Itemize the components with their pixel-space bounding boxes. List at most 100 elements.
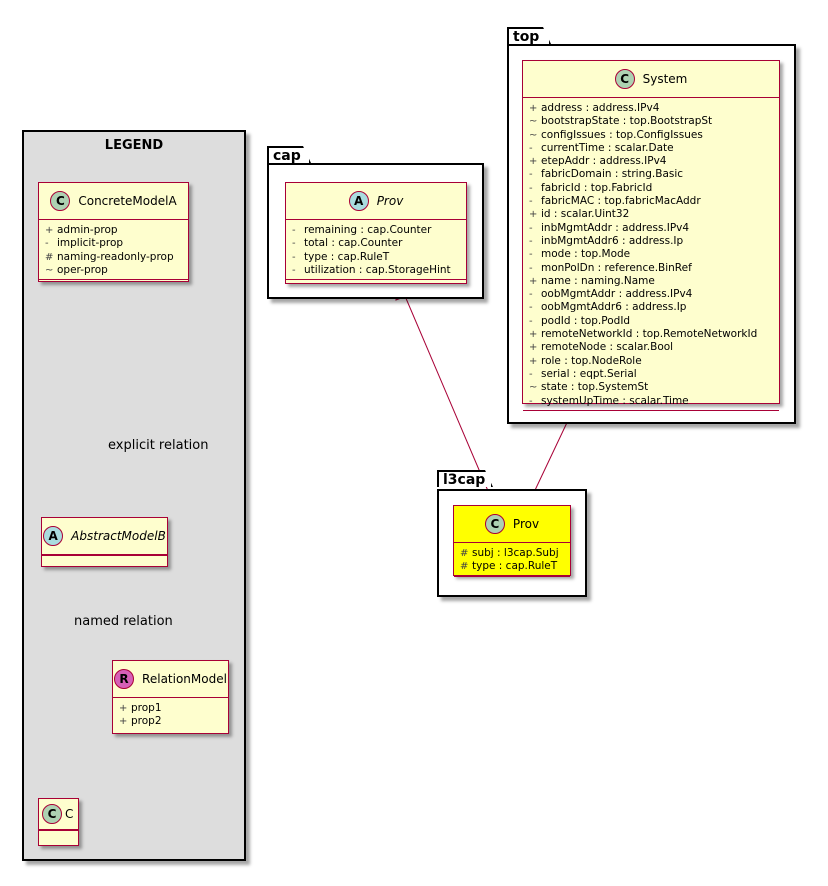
package-tab: top [507, 27, 551, 44]
attribute-text: prop2 [131, 715, 162, 728]
class-concrete-model-a[interactable]: C ConcreteModelA +admin-prop -implicit-p… [38, 182, 189, 282]
attribute-text: naming-readonly-prop [57, 250, 174, 263]
class-methods-separator [39, 279, 188, 287]
visibility-marker: + [529, 342, 538, 354]
visibility-marker: + [529, 329, 538, 341]
class-stereotype-icon: C [42, 804, 62, 824]
attribute-text: currentTime : scalar.Date [541, 141, 674, 154]
attribute-text: remoteNetworkId : top.RemoteNetworkId [541, 328, 758, 341]
legend-title: LEGEND [104, 138, 164, 153]
visibility-marker: - [292, 225, 296, 236]
visibility-marker: - [45, 238, 49, 250]
attribute-row: +name : naming.Name [529, 275, 773, 288]
class-attributes: +address : address.IPv4 ~bootstrapState … [523, 98, 779, 410]
attribute-text: implicit-prop [57, 237, 124, 250]
class-header: R RelationModel [113, 661, 228, 698]
class-header: A Prov [286, 183, 466, 220]
class-separator [42, 555, 167, 563]
package-tab: l3cap [437, 470, 493, 487]
visibility-marker: ~ [45, 264, 54, 276]
attribute-row: -monPolDn : reference.BinRef [529, 262, 773, 275]
attribute-row: +role : top.NodeRole [529, 355, 773, 368]
class-header: C ConcreteModelA [39, 183, 188, 220]
class-stereotype-icon: R [114, 669, 135, 689]
visibility-marker: # [45, 251, 54, 263]
attribute-row: #type : cap.RuleT [460, 560, 564, 573]
attribute-row: -fabricId : top.FabricId [529, 182, 773, 195]
attribute-row: -inbMgmtAddr6 : address.Ip [529, 235, 773, 248]
class-l3cap-prov[interactable]: C Prov #subj : l3cap.Subj #type : cap.Ru… [453, 505, 571, 577]
class-header: C System [523, 61, 779, 98]
attribute-row: ~state : top.SystemSt [529, 381, 773, 394]
visibility-marker: + [119, 703, 128, 714]
attribute-row: -remaining : cap.Counter [292, 224, 460, 237]
package-tab: cap [267, 146, 311, 163]
visibility-marker: - [529, 142, 533, 154]
attribute-text: id : scalar.Uint32 [541, 208, 630, 221]
visibility-marker: + [119, 716, 128, 728]
class-stereotype-icon: C [50, 191, 71, 211]
class-attributes: +admin-prop -implicit-prop #naming-reado… [39, 220, 188, 279]
attribute-text: name : naming.Name [541, 274, 655, 287]
attribute-text: podId : top.PodId [541, 314, 631, 327]
attribute-text: mode : top.Mode [541, 248, 631, 261]
attribute-row: -podId : top.PodId [529, 315, 773, 328]
attribute-text: fabricMAC : top.fabricMacAddr [541, 195, 701, 208]
class-cap-prov[interactable]: A Prov -remaining : cap.Counter -total :… [285, 182, 467, 284]
attribute-row: -fabricDomain : string.Basic [529, 168, 773, 181]
named-relation-label: named relation [74, 614, 173, 629]
attribute-row: -systemUpTime : scalar.Time [529, 395, 773, 408]
class-relation-model[interactable]: R RelationModel +prop1 +prop2 [112, 660, 229, 734]
visibility-marker: - [292, 238, 296, 250]
attribute-text: remaining : cap.Counter [304, 224, 432, 236]
attribute-row: +prop2 [119, 715, 222, 728]
attribute-row: -fabricMAC : top.fabricMacAddr [529, 195, 773, 208]
class-system[interactable]: C System +address : address.IPv4 ~bootst… [522, 60, 780, 411]
visibility-marker: - [529, 368, 533, 380]
attribute-row: -utilization : cap.StorageHint [292, 264, 460, 277]
visibility-marker: # [460, 548, 469, 559]
class-header: C C [39, 799, 78, 830]
attribute-text: configIssues : top.ConfigIssues [541, 128, 703, 141]
class-name: Prov [376, 194, 404, 208]
attribute-row: #subj : l3cap.Subj [460, 547, 564, 560]
class-methods-separator [286, 279, 466, 287]
attribute-text: etepAddr : address.IPv4 [541, 155, 667, 168]
class-stereotype-icon: C [614, 69, 635, 89]
visibility-marker: + [529, 209, 538, 221]
visibility-marker: - [529, 315, 533, 327]
attribute-text: systemUpTime : scalar.Time [541, 394, 689, 407]
class-stereotype-icon: C [484, 514, 505, 534]
attribute-row: -oobMgmtAddr : address.IPv4 [529, 288, 773, 301]
visibility-marker: - [292, 251, 296, 263]
class-name: System [642, 72, 688, 86]
attribute-text: prop1 [131, 702, 162, 714]
attribute-row: -mode : top.Mode [529, 248, 773, 261]
visibility-marker: - [529, 196, 533, 208]
attribute-row: ~configIssues : top.ConfigIssues [529, 129, 773, 142]
visibility-marker: - [529, 289, 533, 301]
class-c[interactable]: C C [38, 798, 79, 846]
attribute-row: ~bootstrapState : top.BootstrapSt [529, 115, 773, 128]
explicit-relation-label: explicit relation [108, 438, 209, 453]
attribute-text: total : cap.Counter [304, 237, 403, 250]
visibility-marker: + [529, 103, 538, 114]
attribute-text: role : top.NodeRole [541, 354, 642, 367]
attribute-text: fabricDomain : string.Basic [541, 168, 684, 181]
visibility-marker: - [529, 249, 533, 261]
attribute-text: admin-prop [57, 224, 118, 236]
attribute-row: +id : scalar.Uint32 [529, 208, 773, 221]
attribute-row: -total : cap.Counter [292, 237, 460, 250]
attribute-text: utilization : cap.StorageHint [304, 263, 451, 276]
attribute-row: -oobMgmtAddr6 : address.Ip [529, 301, 773, 314]
visibility-marker: # [460, 561, 469, 573]
attribute-text: oobMgmtAddr6 : address.Ip [541, 301, 687, 314]
visibility-marker: - [529, 302, 533, 314]
attribute-row: +address : address.IPv4 [529, 102, 773, 115]
attribute-text: serial : eqpt.Serial [541, 367, 637, 380]
class-abstract-model-b[interactable]: A AbstractModelB [41, 517, 168, 567]
visibility-marker: + [529, 355, 538, 367]
attribute-text: subj : l3cap.Subj [472, 547, 559, 559]
visibility-marker: - [529, 182, 533, 194]
attribute-row: -type : cap.RuleT [292, 251, 460, 264]
